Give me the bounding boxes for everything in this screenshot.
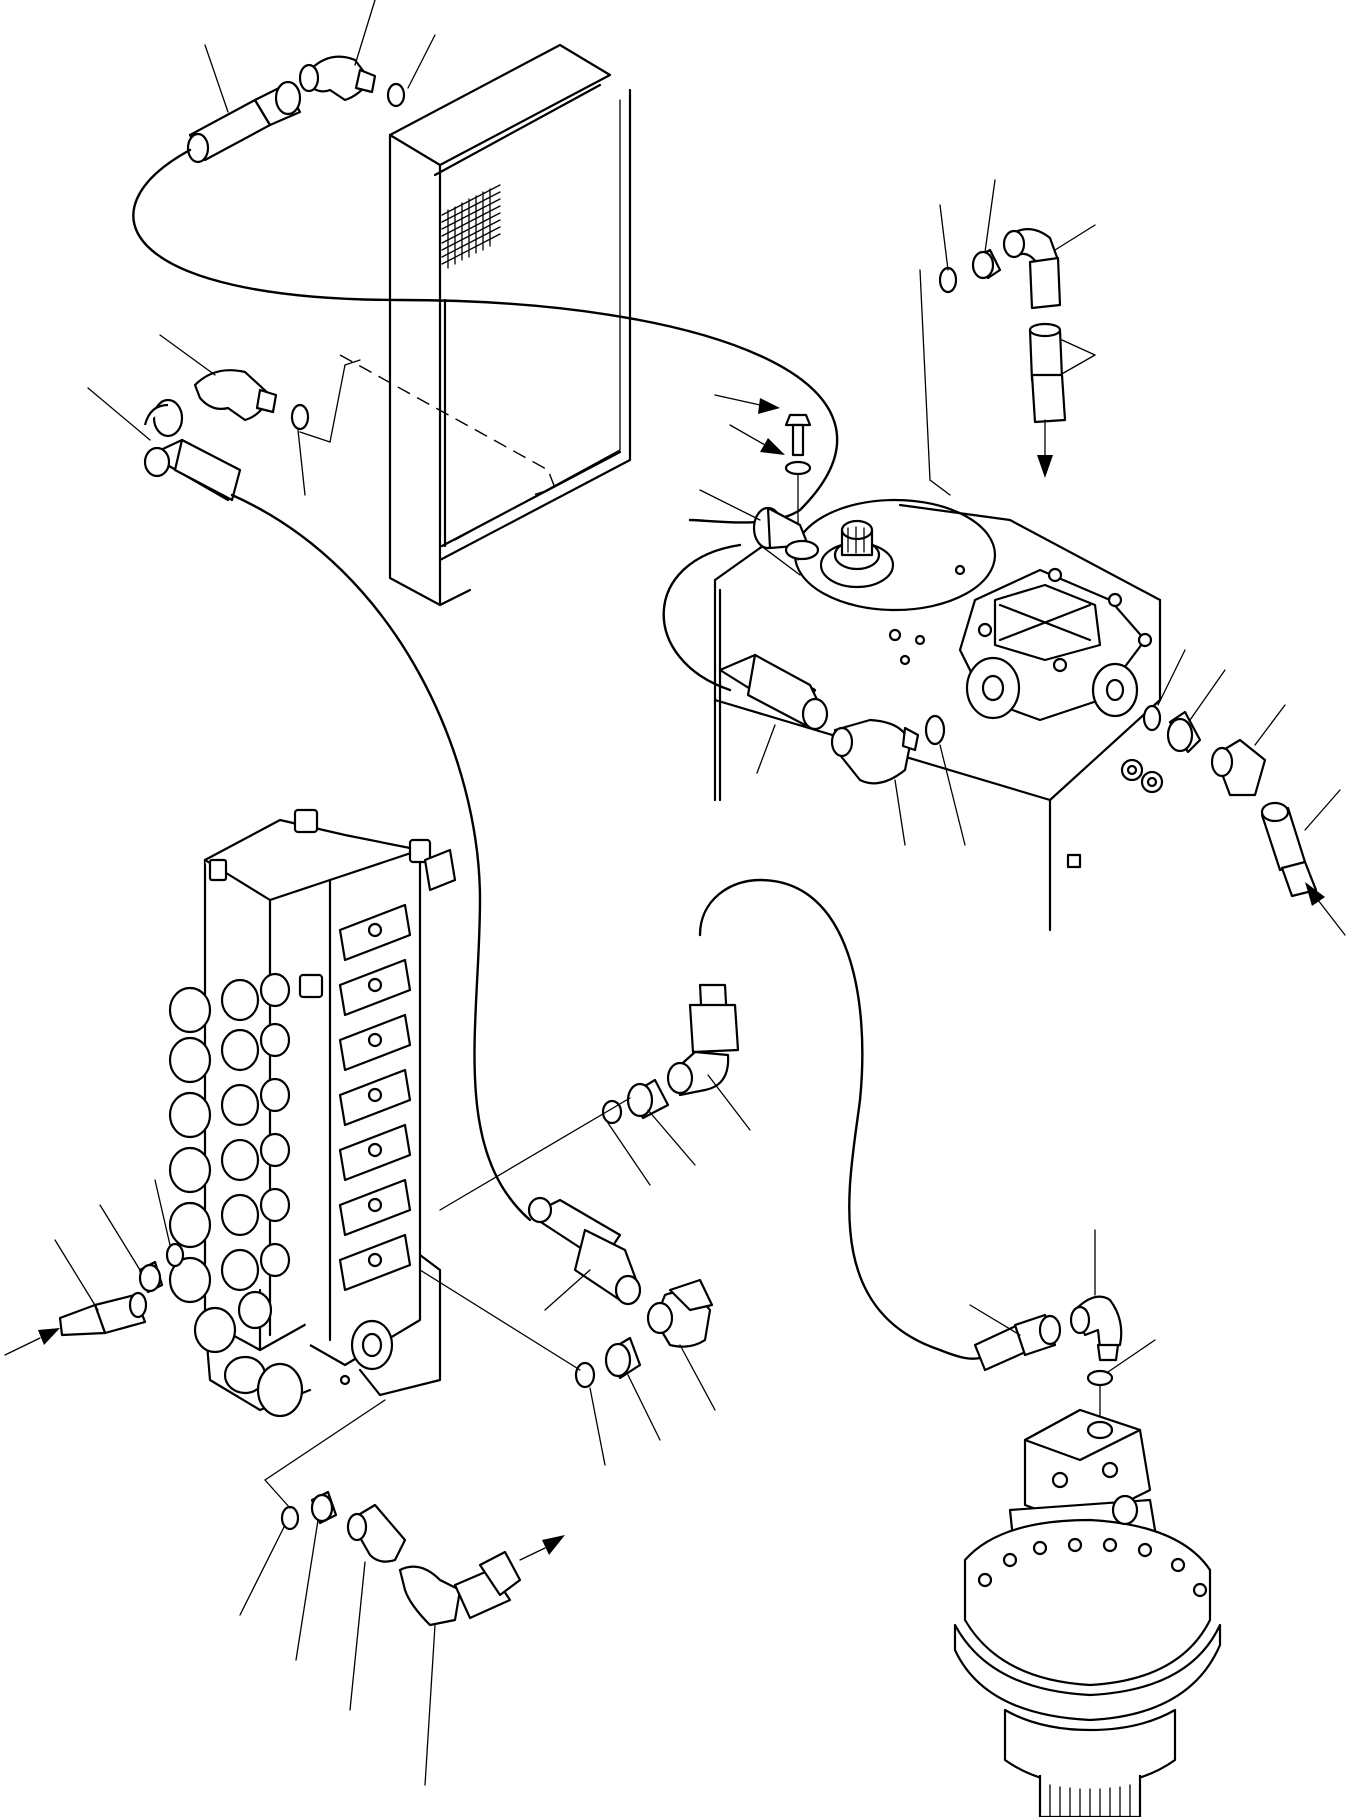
leader-lines: [54, 0, 1341, 1786]
valve-spool-row-4: [168, 1132, 291, 1194]
valve-base-port: [223, 1319, 394, 1418]
o-ring-bottom-left: [280, 1505, 300, 1531]
adapter-right: [1166, 710, 1202, 754]
elbow-lower-center: [646, 1278, 714, 1348]
o-ring-top: [386, 82, 406, 108]
flow-arrow-3: [1037, 419, 1053, 478]
flow-arrow-5: [4, 1328, 60, 1356]
flow-arrow-2: [729, 424, 785, 455]
tank-cap: [819, 519, 895, 589]
cooler-core-grid: [441, 184, 501, 269]
hose-end-valve-inlet: [58, 1291, 148, 1337]
adapter-top-right: [971, 248, 1002, 280]
o-ring-lower-center: [574, 1361, 596, 1389]
swing-motor: [953, 1408, 1222, 1817]
o-ring-swing-motor: [1086, 1369, 1114, 1387]
hose-valve-to-cooler: [230, 493, 532, 1222]
hose-end-center: [688, 983, 740, 1054]
o-ring-valve-inlet: [165, 1242, 185, 1268]
valve-spool-row-2: [168, 1022, 291, 1084]
swivel-elbow-bottom-left: [398, 1565, 462, 1627]
valve-spool-row-6: [168, 1242, 291, 1304]
flow-arrows: [4, 394, 1346, 1561]
adapter-bottom-left: [310, 1490, 338, 1525]
elbow-fitting-left: [143, 369, 278, 438]
hose-end-tank: [718, 653, 829, 731]
elbow-top-right: [1002, 228, 1062, 310]
hose-cooler-to-tank: [132, 148, 839, 524]
hose-swing-motor: [698, 878, 982, 1360]
hose-segment-top-right: [1028, 322, 1067, 424]
o-ring-tank: [924, 714, 946, 746]
hose-end-bottom-left: [453, 1550, 522, 1620]
suction-strainer-housing: [958, 567, 1153, 722]
o-ring-left: [290, 403, 310, 431]
oil-cooler-frame: [299, 43, 632, 607]
hose-end-right: [1260, 801, 1318, 898]
hose-end-top-left: [186, 80, 302, 164]
flow-arrow-1: [714, 394, 780, 414]
hose-end-left: [143, 438, 242, 502]
valve-spool-row-5: [168, 1187, 291, 1249]
elbow-fitting-tank: [830, 718, 920, 785]
elbow-fitting-top: [298, 55, 377, 102]
o-ring-top-right: [938, 266, 958, 294]
hose-tank-return: [662, 543, 742, 692]
adapter-center: [626, 1078, 670, 1120]
adapter-valve-inlet: [138, 1260, 164, 1294]
flow-arrow-4: [1305, 882, 1346, 936]
flow-arrow-6: [519, 1535, 565, 1561]
valve-spool-row-3: [168, 1077, 291, 1139]
elbow-swing-motor: [1069, 1295, 1123, 1362]
adapter-lower-center: [604, 1336, 642, 1380]
control-valve: [168, 808, 457, 1418]
hose-end-lower-center: [527, 1196, 642, 1306]
valve-spool-row-7: [193, 1290, 273, 1354]
valve-section-plates: [338, 903, 412, 1292]
o-ring-right: [1142, 704, 1162, 732]
elbow-45-right: [1210, 738, 1267, 797]
hose-end-swing-motor: [973, 1313, 1062, 1372]
valve-spool-row-1: [168, 972, 291, 1034]
hydraulic-tank: [713, 498, 1164, 932]
hose-clamp: [752, 506, 820, 561]
elbow-45-bottom-left: [346, 1503, 407, 1563]
